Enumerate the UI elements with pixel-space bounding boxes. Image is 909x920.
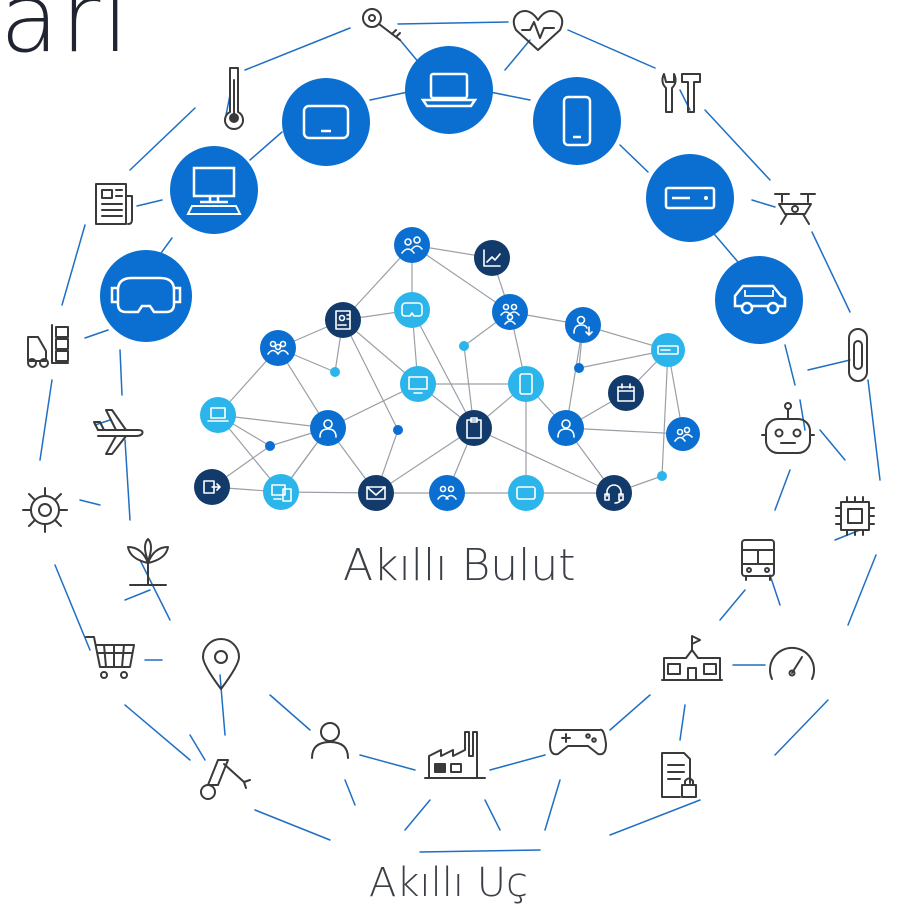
user-node-icon xyxy=(310,410,346,446)
laptop-node-icon xyxy=(200,397,236,433)
calendar-node-icon xyxy=(608,375,644,411)
newspaper-icon xyxy=(95,183,133,225)
smart-cloud-label: Akıllı Bulut xyxy=(343,540,576,591)
chart-node-icon xyxy=(474,240,510,276)
people-node-icon xyxy=(394,227,430,263)
location-pin-icon xyxy=(202,638,240,690)
chip-icon xyxy=(835,496,875,536)
group-node-icon xyxy=(429,475,465,511)
server-icon xyxy=(646,154,734,242)
smartphone-icon xyxy=(533,77,621,165)
monitor-node-icon xyxy=(400,366,436,402)
user-download-node-icon xyxy=(565,307,601,343)
tablet-node-icon xyxy=(508,475,544,511)
inner-devices xyxy=(100,46,803,344)
speedometer-icon xyxy=(769,646,815,680)
tools-icon xyxy=(661,73,701,113)
group-node-icon xyxy=(492,294,528,330)
outer-ring xyxy=(39,21,881,853)
phone-node-icon xyxy=(508,366,544,402)
user-icon xyxy=(311,722,349,759)
vr-node-icon xyxy=(394,292,430,328)
factory-icon xyxy=(424,731,486,779)
smart-edge-label: Akıllı Uç xyxy=(369,860,528,906)
key-icon xyxy=(362,8,401,41)
router-node-icon xyxy=(651,333,685,367)
desktop-computer-icon xyxy=(170,146,258,234)
laptop-icon xyxy=(405,46,493,134)
tablet-icon xyxy=(282,78,370,166)
wearable-band-icon xyxy=(848,328,868,382)
title-fragment: arı xyxy=(0,0,131,74)
shopping-cart-icon xyxy=(85,636,135,679)
forklift-icon xyxy=(27,324,69,368)
gamepad-icon xyxy=(549,728,607,756)
robot-icon xyxy=(761,402,815,454)
cloud-mesh xyxy=(211,244,684,494)
thermometer-icon xyxy=(224,67,244,131)
gear-icon xyxy=(22,487,68,533)
cloud-nodes xyxy=(194,227,700,511)
user-node-icon xyxy=(548,410,584,446)
car-icon xyxy=(715,256,803,344)
bus-icon xyxy=(741,539,775,581)
exit-node-icon xyxy=(194,469,230,505)
mail-node-icon xyxy=(358,475,394,511)
cloud-dots xyxy=(265,341,667,481)
outer-icons xyxy=(22,8,875,800)
clipboard-node-icon xyxy=(456,410,492,446)
vr-headset-icon xyxy=(100,250,192,342)
devices-node-icon xyxy=(263,474,299,510)
heart-rate-icon xyxy=(512,10,564,51)
drone-icon xyxy=(774,193,816,225)
plant-icon xyxy=(127,538,169,586)
people-node-icon xyxy=(260,330,296,366)
contact-card-node-icon xyxy=(325,302,361,338)
airplane-icon xyxy=(93,409,144,455)
robotic-arm-icon xyxy=(200,759,251,800)
school-building-icon xyxy=(661,635,723,681)
document-lock-icon xyxy=(661,752,697,798)
people-node-icon xyxy=(666,417,700,451)
headset-node-icon xyxy=(596,475,632,511)
